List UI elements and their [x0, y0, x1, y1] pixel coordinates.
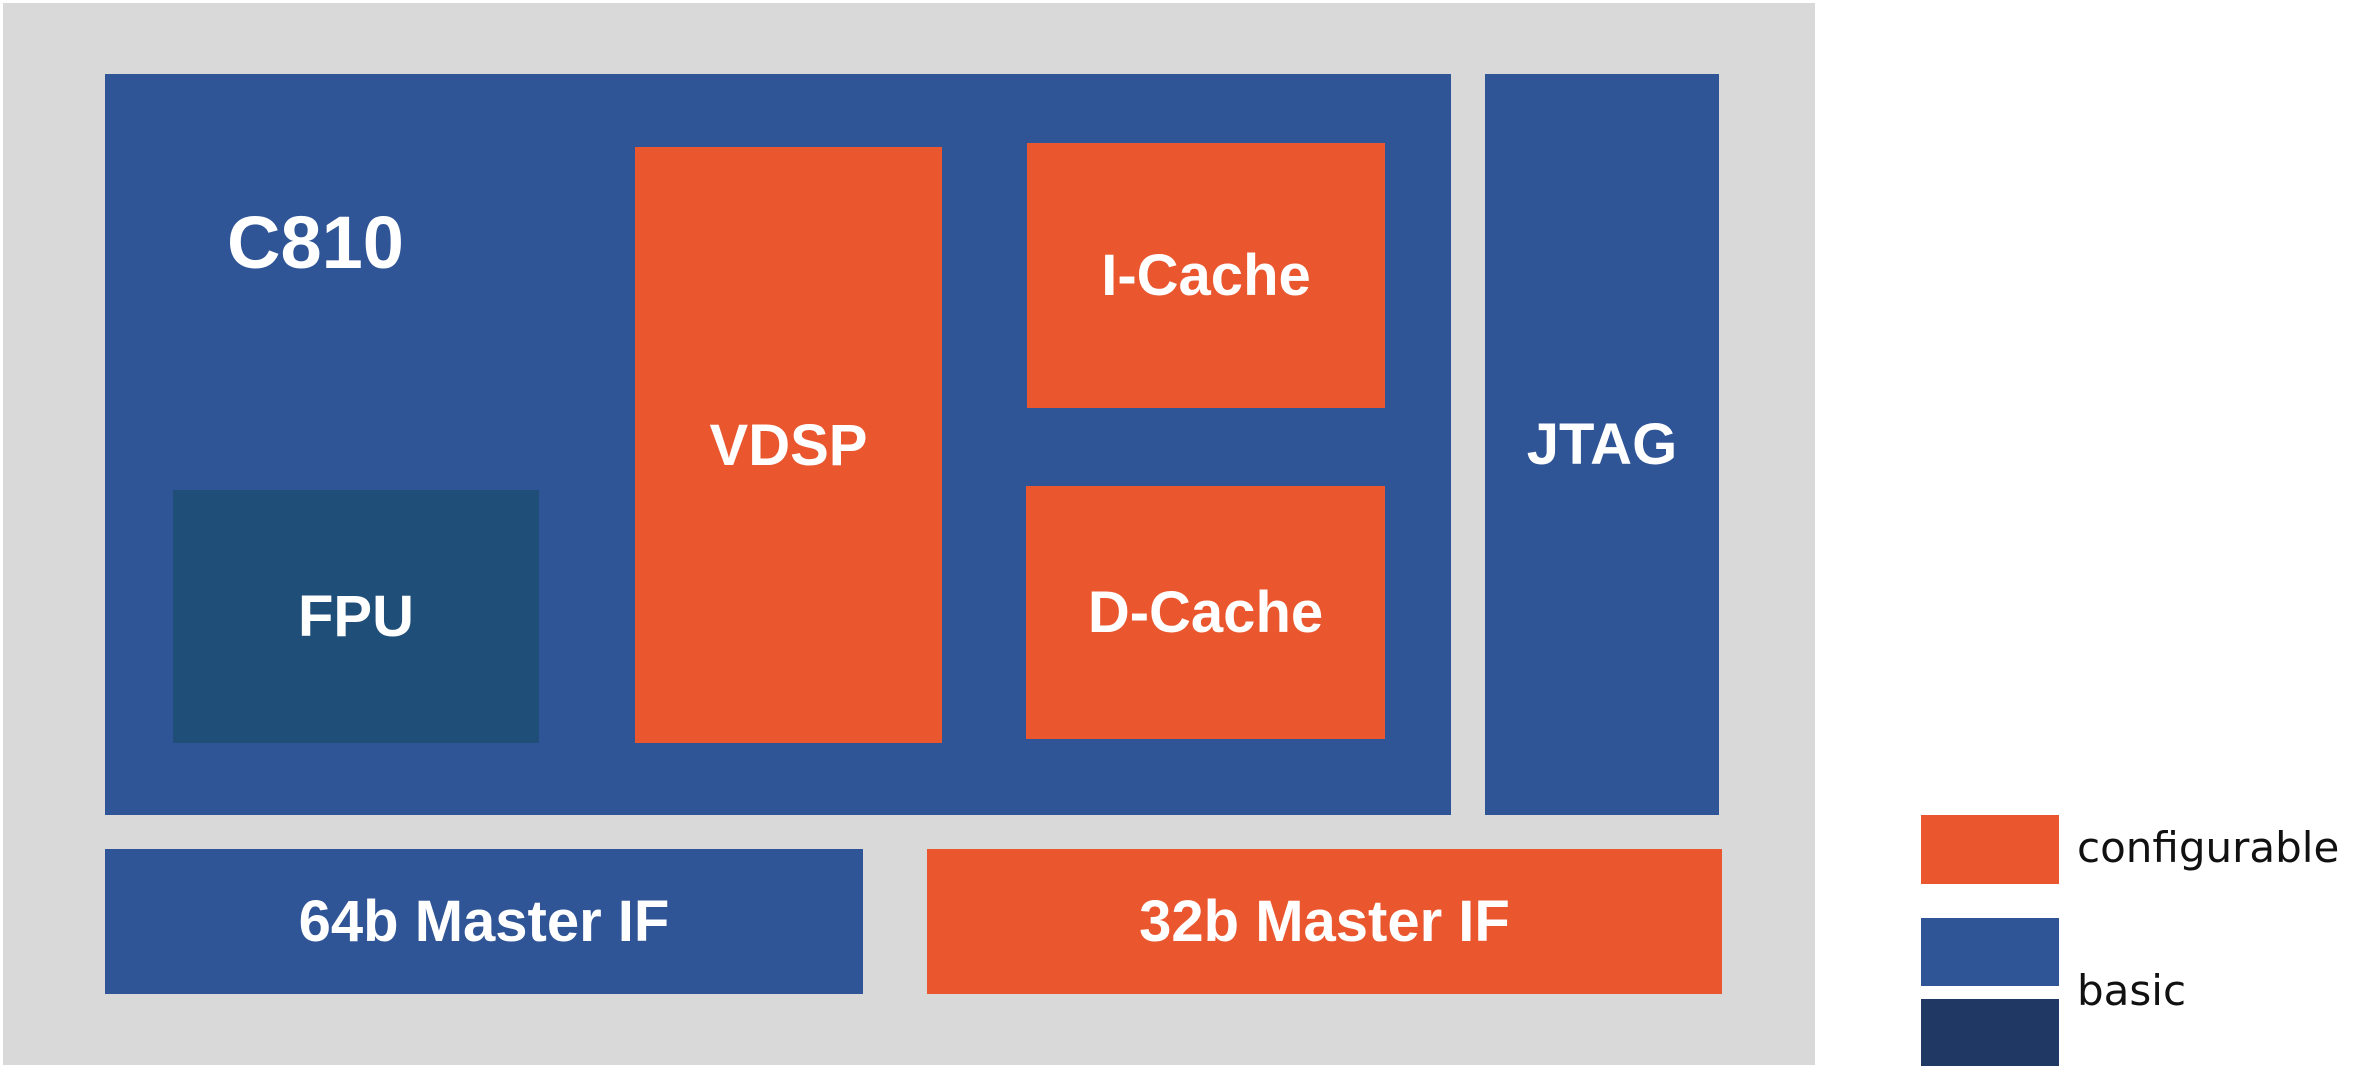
icache-block: I-Cache: [1027, 143, 1385, 408]
legend-swatch-configurable: [1921, 815, 2059, 884]
legend-label-basic: basic: [2077, 966, 2187, 1015]
vdsp-block: VDSP: [635, 147, 942, 743]
dcache-block: D-Cache: [1026, 486, 1385, 739]
fpu-block: FPU: [173, 490, 539, 743]
jtag-block: JTAG: [1485, 74, 1719, 815]
legend-label-configurable: configurable: [2077, 823, 2340, 872]
master-if-64b-block: 64b Master IF: [105, 849, 863, 994]
master-if-32b-block: 32b Master IF: [927, 849, 1722, 994]
c810-core-title: C810: [227, 201, 404, 284]
legend-swatch-basic-dark: [1921, 999, 2059, 1066]
legend-swatch-basic: [1921, 918, 2059, 986]
